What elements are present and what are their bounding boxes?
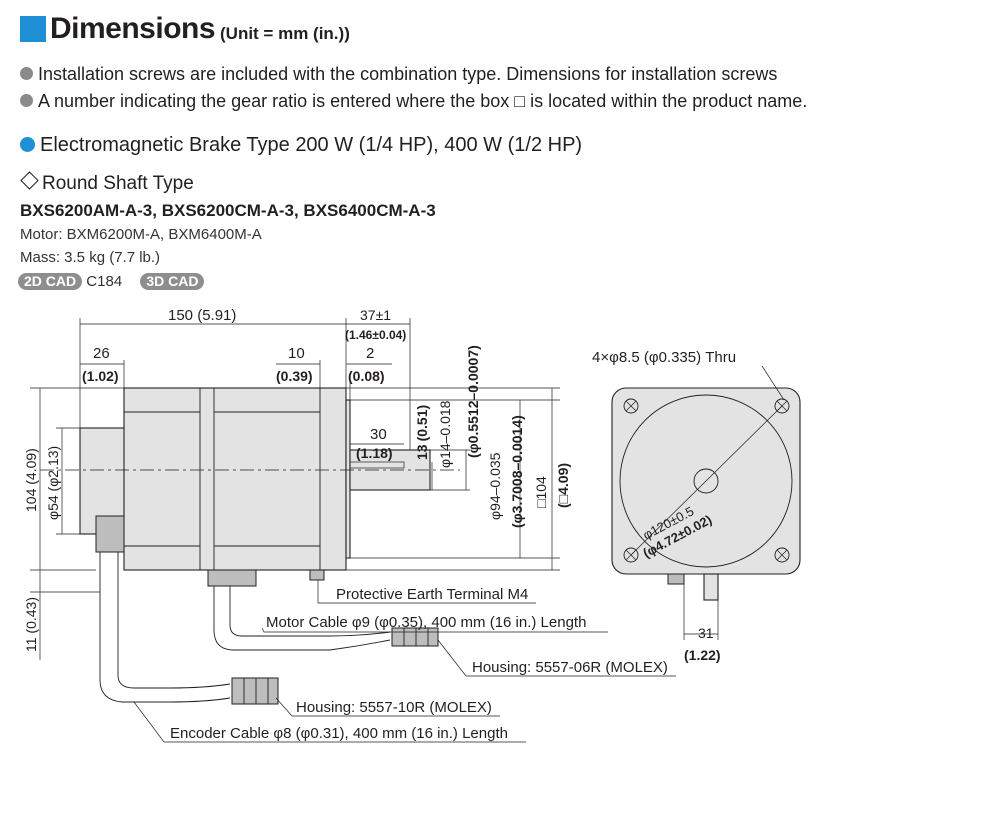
dim-10: 10 (288, 345, 305, 362)
dim-shaft-length: 37±1 (360, 307, 391, 323)
dim-26: 26 (93, 345, 110, 362)
unit-label: (Unit = mm (in.)) (220, 24, 350, 43)
note-2: A number indicating the gear ratio is en… (20, 91, 807, 112)
motor-models: Motor: BXM6200M-A, BXM6400M-A (20, 226, 262, 243)
section-title: Electromagnetic Brake Type 200 W (1/4 HP… (20, 134, 582, 157)
bullet-icon (20, 67, 33, 80)
motor-body (123, 387, 347, 571)
dim-shaft-dia-in: (φ0.5512–0.0007) (465, 345, 481, 458)
callout-housing-6: Housing: 5557-06R (MOLEX) (472, 659, 668, 676)
dim-31-in: (1.22) (684, 647, 721, 663)
page-title: Dimensions (50, 12, 216, 45)
dim-overall-length: 150 (5.91) (168, 307, 236, 324)
dim-square: □104 (533, 476, 549, 508)
cad-2d-badge[interactable]: 2D CAD (18, 273, 83, 290)
encoder-connector (231, 677, 279, 705)
model-names: BXS6200AM-A-3, BXS6200CM-A-3, BXS6400CM-… (20, 201, 436, 220)
dim-holes: 4×φ8.5 (φ0.335) Thru (592, 349, 736, 366)
cad-3d-badge[interactable]: 3D CAD (140, 273, 205, 290)
dim-13: 13(0.51) (414, 405, 430, 460)
dim-pilot-dia-in: (φ3.7008–0.0014) (509, 415, 525, 528)
earth-terminal (309, 569, 325, 581)
dim-31: 31 (698, 625, 714, 641)
dim-26-in: (1.02) (82, 368, 119, 384)
dim-30-in: (1.18) (356, 445, 393, 461)
dim-2: 2 (366, 345, 374, 362)
dim-shaft-dia: φ14–0.018 (437, 400, 453, 468)
note-1: Installation screws are included with th… (20, 64, 777, 85)
dim-bottom: 11 (0.43) (23, 597, 39, 652)
dim-2-in: (0.08) (348, 368, 385, 384)
subsection-title: Round Shaft Type (20, 171, 194, 195)
dim-30: 30 (370, 426, 387, 443)
callout-encoder-cable: Encoder Cable φ8 (φ0.31), 400 mm (16 in.… (170, 725, 508, 742)
front-shaft (693, 468, 719, 494)
section-bullet-icon (20, 137, 35, 152)
dim-height: 104 (4.09) (23, 448, 39, 512)
bullet-icon (20, 94, 33, 107)
dim-pilot-dia: φ94–0.035 (487, 452, 503, 520)
cad-2d-code: C184 (86, 273, 123, 290)
dim-shaft-length-in: (1.46±0.04) (345, 328, 406, 342)
callout-motor-cable: Motor Cable φ9 (φ0.35), 400 mm (16 in.) … (266, 614, 586, 631)
motor-connector (391, 627, 439, 647)
callout-housing-10: Housing: 5557-10R (MOLEX) (296, 699, 492, 716)
mass-label: Mass: 3.5 kg (7.7 lb.) (20, 249, 161, 266)
dim-10-in: (0.39) (276, 368, 313, 384)
front-pcd-circle (619, 394, 793, 568)
dim-square-in: (□4.09) (555, 463, 571, 508)
callout-earth-terminal: Protective Earth Terminal M4 (336, 586, 528, 603)
cad-row: 2D CAD C184 3D CAD (18, 273, 205, 290)
dim-rear-dia: φ54 (φ2.13) (45, 446, 61, 520)
title-accent-square (20, 16, 46, 42)
